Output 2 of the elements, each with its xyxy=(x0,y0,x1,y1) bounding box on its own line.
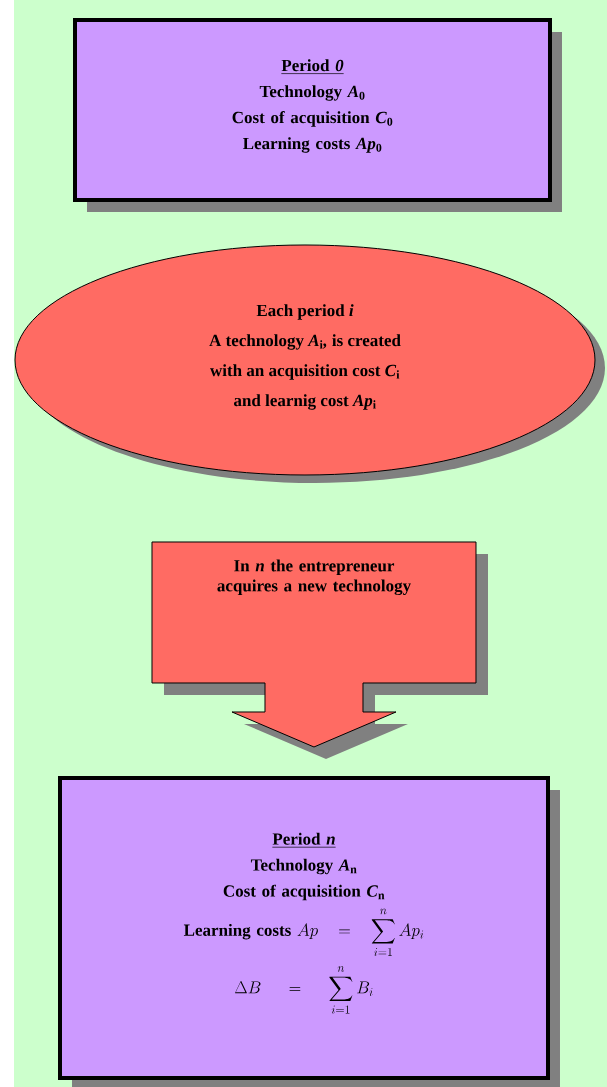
period-box: Period n Technology A$_{n}$ Cost of acquisition C$_{n}$ Learning costs $Ap = \sum_{i=1}^{n} Ap_{i}$ $\Delta B = \sum_{i=1}^{n} B_{i}$ xyxy=(58,776,560,1087)
period-box: Period 0 Technology A$_{0}$ Cost of acquisition C$_{0}$ Learning costs Ap$_{0}$ xyxy=(73,18,562,212)
